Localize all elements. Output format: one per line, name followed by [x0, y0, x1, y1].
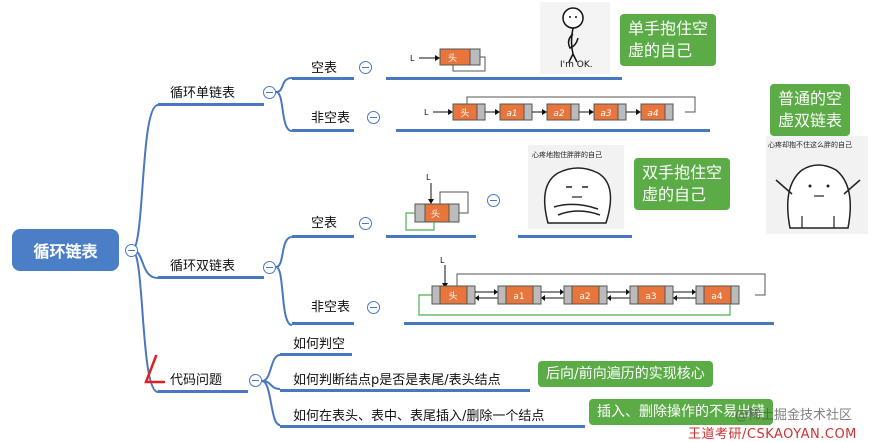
underline-double-empty-ext2: [518, 235, 632, 238]
arrow-icon: [589, 109, 594, 115]
footer-text: 王道考研/CSKAOYAN.COM: [688, 427, 857, 442]
single-node-a4: a4: [640, 103, 674, 121]
single-nonempty-label[interactable]: 非空表: [311, 111, 351, 126]
underline-single-nonempty: [292, 129, 354, 132]
single-nonempty-L-label: L: [424, 108, 429, 117]
node-circular-doubly-linked-list[interactable]: 循环双链表: [170, 259, 236, 274]
arrow-right-icon: [692, 289, 696, 295]
code-collapse-button[interactable]: [249, 374, 262, 387]
single-node-a3: a3: [593, 103, 641, 121]
bubble-ordinary: 普通的空 虚双链表: [770, 84, 851, 136]
hug-blob-image: 心疼地抱住胖胖的自己: [528, 145, 624, 229]
arrow-left-icon: [607, 295, 611, 301]
underline-code-item-0: [280, 353, 352, 356]
single-node-a2: a2: [546, 103, 594, 121]
arrow-right-icon: [494, 289, 498, 295]
single-node-label: a2: [553, 109, 565, 119]
bubble-insert-delete: 插入、删除操作的不易出错: [589, 399, 773, 425]
single-empty-diagram: L 头: [410, 48, 486, 72]
underline-double-empty-ext: [386, 235, 476, 238]
bubble-double-hold: 双手抱住空 虚的自己: [634, 158, 731, 210]
double-node-a2: a2: [563, 285, 630, 305]
single-empty-collapse-button[interactable]: [359, 61, 372, 74]
underline-code: [158, 390, 248, 393]
double-node-label: 头: [448, 291, 457, 302]
code-item-insert-delete[interactable]: 如何在表头、表中、表尾插入/删除一个结点: [293, 409, 545, 424]
arrow-right-icon: [560, 289, 564, 295]
single-empty-label[interactable]: 空表: [311, 61, 338, 76]
node-circular-singly-linked-list[interactable]: 循环单链表: [170, 86, 236, 101]
single-node-label: a3: [600, 109, 612, 119]
single-node-a1: a1: [499, 103, 547, 121]
underline-single-empty-ext: [386, 77, 622, 80]
bubble-single-hold: 单手抱住空 虚的自己: [620, 14, 717, 66]
underline-code-item-1: [280, 389, 530, 392]
single-empty-L-label: L: [410, 54, 415, 63]
double-empty-L-label: L: [426, 173, 431, 182]
double-nonempty-L-label: L: [440, 256, 445, 265]
double-node-a4: a4: [695, 285, 740, 305]
double-head-node: 头: [431, 285, 498, 305]
double-node-label: a4: [711, 292, 723, 302]
im-ok-caption: I'm OK.: [560, 60, 593, 70]
single-nonempty-diagram: L 头 a1 a2 a3 a4: [424, 96, 696, 121]
arrow-left-icon: [541, 295, 545, 301]
single-node-label: 头: [460, 108, 469, 119]
single-collapse-button[interactable]: [263, 86, 276, 99]
root-collapse-button[interactable]: [125, 244, 138, 257]
im-ok-image: I'm OK.: [540, 2, 610, 74]
underline-code-item-2: [280, 425, 585, 428]
double-empty-label[interactable]: 空表: [311, 216, 338, 231]
arrow-right-icon: [626, 289, 630, 295]
double-nonempty-diagram: L 头 a1 a2 a3 a4: [418, 256, 766, 316]
underline-double-nonempty-ext: [404, 322, 774, 325]
double-nonempty-label[interactable]: 非空表: [311, 300, 351, 315]
double-node-a1: a1: [497, 285, 564, 305]
tree-connectors: [131, 77, 293, 426]
double-empty-head-label: 头: [431, 209, 440, 220]
underline-double: [158, 276, 264, 279]
double-nonempty-extra-collapse-button[interactable]: [487, 194, 500, 207]
arrow-left-icon: [673, 295, 677, 301]
arrow-icon: [636, 109, 641, 115]
underline-single-empty: [292, 77, 354, 80]
cant-hug-blob-image: 心疼却抱不住这么胖的自己: [766, 136, 868, 234]
single-head-node: 头: [452, 103, 500, 121]
red-triangle-mark: [144, 354, 166, 384]
code-item-tail-head-check[interactable]: 如何判断结点p是否是表尾/表头结点: [293, 373, 501, 388]
double-node-a3: a3: [629, 285, 696, 305]
hug-blob-icon: [543, 167, 612, 224]
cant-hug-blob-icon: [775, 164, 861, 229]
double-collapse-button[interactable]: [263, 261, 276, 274]
arrow-icon: [542, 109, 547, 115]
stick-figure-icon: [562, 7, 584, 63]
cant-hug-note: 心疼却抱不住这么胖的自己: [768, 141, 852, 149]
double-node-label: a1: [513, 292, 524, 302]
single-nonempty-collapse-button[interactable]: [367, 111, 380, 124]
node-code-issues[interactable]: 代码问题: [170, 373, 223, 388]
double-node-label: a2: [579, 292, 590, 302]
root-node[interactable]: 循环链表: [12, 229, 119, 271]
hug-note: 心疼地抱住胖胖的自己: [532, 151, 602, 159]
arrow-icon: [495, 109, 500, 115]
single-node-label: a1: [506, 109, 517, 119]
underline-double-nonempty: [292, 322, 354, 325]
double-node-label: a3: [645, 292, 656, 302]
double-empty-diagram: L 头: [405, 173, 469, 231]
code-item-empty-check[interactable]: 如何判空: [293, 337, 346, 352]
underline-single: [158, 103, 264, 106]
underline-double-empty: [292, 235, 354, 238]
watermark: @稀土掘金技术社区: [735, 408, 853, 423]
double-nonempty-collapse-button[interactable]: [367, 301, 380, 314]
bubble-traverse: 后向/前向遍历的实现核心: [538, 361, 713, 387]
double-empty-collapse-button[interactable]: [359, 217, 372, 230]
arrow-left-icon: [475, 295, 479, 301]
underline-single-nonempty-ext: [396, 129, 710, 132]
single-node-label: a4: [647, 109, 659, 119]
single-empty-head-label: 头: [448, 53, 457, 64]
